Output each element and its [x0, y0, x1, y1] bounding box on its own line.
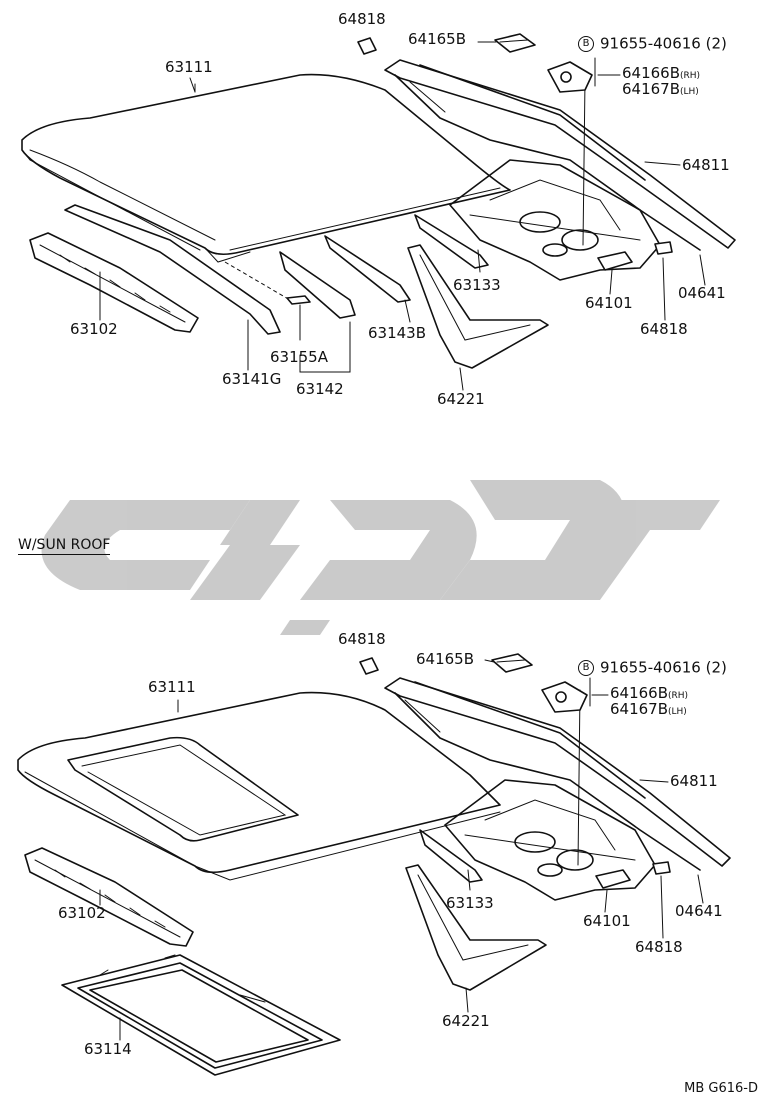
label-64167b-top-text: 64167B [622, 80, 681, 98]
label-64167b-bottom-text: 64167B [610, 700, 669, 718]
label-64167b-bottom: 64167B(LH) [610, 702, 687, 717]
watermark-logo [41, 480, 720, 635]
label-63133-bottom: 63133 [446, 894, 494, 912]
top-roof-panel [21, 73, 511, 263]
label-64166b-bottom: 64166B(RH) [610, 686, 688, 701]
top-weatherstrip [384, 59, 736, 251]
bolt-marker-bottom: B [578, 660, 594, 676]
label-64818-top-b: 64818 [640, 320, 688, 338]
label-64221-bottom: 64221 [442, 1012, 490, 1030]
top-small-parts [357, 33, 673, 255]
label-91655-bottom: B 91655-40616 (2) [578, 660, 727, 676]
label-64166b-bottom-side: (RH) [668, 691, 689, 701]
label-64818-bottom-b: 64818 [635, 938, 683, 956]
bottom-rear-panel [419, 689, 656, 901]
label-64101-top: 64101 [585, 294, 633, 312]
label-63102-bottom: 63102 [58, 904, 106, 922]
label-64167b-top: 64167B(LH) [622, 82, 699, 97]
top-roof-rails [64, 204, 489, 335]
label-91655-top-text: 91655-40616 (2) [600, 34, 727, 53]
label-63114-bottom: 63114 [84, 1040, 132, 1058]
label-91655-top: B 91655-40616 (2) [578, 36, 727, 52]
label-64165b-top: 64165B [408, 30, 467, 48]
label-64811-bottom: 64811 [670, 772, 718, 790]
label-64167b-top-side: (LH) [680, 87, 699, 97]
label-64166b-top-side: (RH) [680, 71, 701, 81]
label-64166b-top: 64166B(RH) [622, 66, 700, 81]
label-64818-bottom-a: 64818 [338, 630, 386, 648]
label-91655-bottom-text: 91655-40616 (2) [600, 658, 727, 677]
label-63155a-top: 63155A [270, 348, 328, 366]
label-63102-top: 63102 [70, 320, 118, 338]
bottom-drip-molding [405, 864, 547, 991]
diagram-code: MB G616-D [684, 1081, 758, 1096]
top-drip-molding [407, 244, 549, 369]
label-63143b-top: 63143B [368, 324, 427, 342]
label-63111-top: 63111 [165, 58, 213, 76]
label-64818-top-a: 64818 [338, 10, 386, 28]
section-title-sunroof: W/SUN ROOF [18, 537, 111, 555]
label-04641-bottom: 04641 [675, 902, 723, 920]
label-63141g-top: 63141G [222, 370, 282, 388]
label-64221-top: 64221 [437, 390, 485, 408]
bolt-marker-top: B [578, 36, 594, 52]
label-63133-top: 63133 [453, 276, 501, 294]
bottom-small-parts [359, 653, 671, 875]
label-04641-top: 04641 [678, 284, 726, 302]
bottom-front-header [24, 847, 194, 947]
label-64166b-bottom-text: 64166B [610, 684, 669, 702]
bottom-sunroof-frame [61, 954, 341, 1076]
label-64165b-bottom: 64165B [416, 650, 475, 668]
bottom-leader-lines [99, 659, 704, 1041]
label-64166b-top-text: 64166B [622, 64, 681, 82]
label-63111-bottom: 63111 [148, 678, 196, 696]
label-64811-top: 64811 [682, 156, 730, 174]
bottom-weatherstrip [384, 677, 731, 871]
label-64101-bottom: 64101 [583, 912, 631, 930]
top-front-header [29, 232, 199, 333]
top-leader-lines [99, 41, 706, 391]
label-63142-top: 63142 [296, 380, 344, 398]
label-64167b-bottom-side: (LH) [668, 707, 687, 717]
bottom-roof-panel [17, 691, 501, 881]
top-rear-panel [449, 79, 661, 281]
